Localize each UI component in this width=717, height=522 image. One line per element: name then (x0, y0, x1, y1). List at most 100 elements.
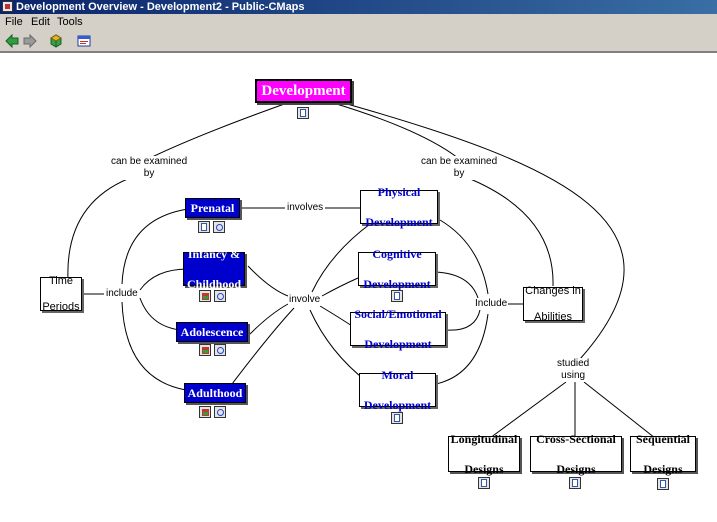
link-label-examined-right: can be examined by (420, 156, 499, 180)
window-icon[interactable] (76, 33, 92, 49)
link-label-involves: involves (286, 202, 325, 214)
concept-label: Cognitive (372, 246, 422, 261)
concept-label: Development (261, 82, 346, 99)
concept-label: Designs (556, 461, 596, 476)
link-line (321, 277, 359, 297)
link-line (583, 381, 656, 439)
document-icon[interactable] (297, 107, 309, 119)
network-icon[interactable] (214, 290, 226, 302)
link-label-studied-using: studied using (556, 358, 591, 382)
concept-label: Development (363, 276, 431, 291)
concept-label: Abilities (534, 310, 572, 323)
link-line (139, 268, 189, 291)
cube-icon[interactable] (48, 33, 64, 49)
link-line (67, 177, 131, 281)
network-icon[interactable] (214, 406, 226, 418)
title-bar: Development Overview - Development2 - Pu… (0, 0, 717, 14)
link-line (311, 223, 371, 293)
network-icon[interactable] (214, 344, 226, 356)
link-line (435, 313, 489, 385)
concept-label: Cross-Sectional (536, 431, 616, 446)
concept-label: Designs (464, 461, 504, 476)
menu-bar: File Edit Tools (0, 14, 717, 30)
concept-label: Periods (42, 300, 80, 313)
window-title: Development Overview - Development2 - Pu… (16, 1, 305, 13)
link-line (489, 381, 567, 439)
concept-development[interactable]: Development (255, 79, 352, 103)
menu-file[interactable]: File (5, 16, 23, 28)
concept-map-canvas: can be examined by can be examined by in… (0, 54, 717, 522)
link-label-examined-left: can be examined by (110, 156, 189, 180)
concept-label: Sequential (635, 431, 690, 446)
link-line (231, 307, 295, 385)
link-label-line: can be examined (421, 156, 498, 167)
link-label-line: by (453, 168, 465, 179)
image-icon[interactable] (199, 344, 211, 356)
network-icon[interactable] (213, 221, 225, 233)
concept-adulthood[interactable]: Adulthood (184, 383, 246, 403)
back-arrow-icon[interactable] (4, 33, 20, 49)
document-icon[interactable] (391, 412, 403, 424)
concept-links (67, 101, 656, 439)
link-label-involve: involve (288, 294, 322, 306)
concept-label: Longitudinal (450, 431, 518, 446)
link-label-line: studied (557, 358, 590, 369)
concept-label: Changes in (525, 284, 581, 297)
link-line (339, 101, 625, 360)
link-label-include-left: include (105, 288, 139, 300)
concept-adolescence[interactable]: Adolescence (176, 322, 248, 342)
concept-label: Development (364, 336, 432, 351)
link-line (329, 101, 459, 159)
concept-label: Physical (377, 184, 421, 199)
menu-edit[interactable]: Edit (31, 16, 50, 28)
document-icon[interactable] (657, 478, 669, 490)
image-icon[interactable] (199, 290, 211, 302)
link-line (439, 219, 489, 295)
link-line (139, 297, 181, 331)
concept-label: Prenatal (190, 200, 235, 215)
link-line (249, 303, 289, 335)
concept-label: Development (365, 214, 433, 229)
document-icon[interactable] (391, 290, 403, 302)
concept-label: Social/Emotional (354, 306, 442, 321)
toolbar-separator (0, 52, 717, 54)
concept-prenatal[interactable]: Prenatal (185, 198, 240, 218)
link-label-line: using (561, 370, 586, 381)
menu-tools[interactable]: Tools (57, 16, 83, 28)
link-line (149, 101, 291, 159)
document-icon[interactable] (198, 221, 210, 233)
forward-arrow-icon[interactable] (22, 33, 38, 49)
concept-infancy-childhood[interactable]: Infancy & Childhood (183, 247, 245, 291)
link-line (121, 208, 189, 285)
concept-label: Adulthood (187, 385, 243, 400)
link-line (445, 309, 481, 331)
toolbar (0, 30, 717, 52)
link-line (121, 301, 187, 391)
app-icon (2, 1, 13, 12)
document-icon[interactable] (478, 477, 490, 489)
link-line (319, 305, 353, 327)
document-icon[interactable] (569, 477, 581, 489)
concept-label: Childhood (186, 276, 242, 291)
link-line (467, 177, 554, 287)
concept-changes-in-abilities[interactable]: Changes in Abilities (523, 284, 583, 323)
concept-label: Designs (643, 461, 683, 476)
concept-label: Development (363, 397, 432, 412)
concept-label: Time (48, 274, 74, 287)
link-line (435, 271, 479, 299)
image-icon[interactable] (199, 406, 211, 418)
link-line (247, 265, 289, 297)
link-label-include-right: Include (474, 298, 509, 310)
link-label-line: by (143, 168, 155, 179)
link-label-line: can be examined (111, 156, 188, 167)
concept-label: Infancy & (187, 246, 241, 261)
concept-label: Adolescence (180, 324, 244, 339)
